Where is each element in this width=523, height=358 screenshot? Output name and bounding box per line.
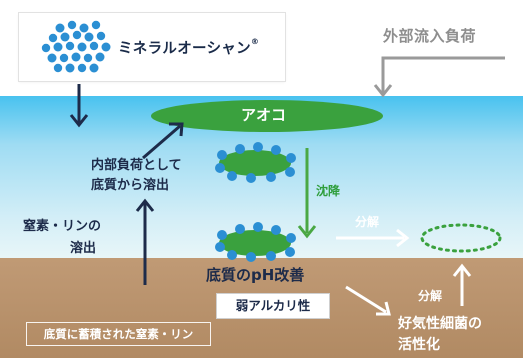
internal-load-arrow xyxy=(142,124,181,160)
brand-name: ミネラルオーシャン® xyxy=(118,37,259,58)
aoko-label: アオコ xyxy=(241,106,287,124)
mineral-down-arrowhead xyxy=(69,114,89,128)
registered-mark: ® xyxy=(250,37,260,46)
sedimentation-label: 沈降 xyxy=(316,184,341,198)
internal-release-label-line1: 内部負荷として xyxy=(91,158,182,173)
aoko-bloom xyxy=(151,100,383,132)
decomposition-label-upper: 分解 xyxy=(355,215,380,229)
weak-alkaline-badge: 弱アルカリ性 xyxy=(216,293,330,319)
mineral-dots-icon xyxy=(41,20,111,73)
brand-name-text: ミネラルオーシャン xyxy=(118,41,251,57)
external-inflow-arrow xyxy=(381,56,505,93)
activation-arrow xyxy=(345,285,387,314)
activation-arrowhead xyxy=(376,301,391,316)
accumulated-np-label: 底質に蓄積された窒素・リン xyxy=(26,322,211,346)
decomposition-arrowhead-upper xyxy=(396,228,410,248)
algae-cluster-upper xyxy=(215,142,296,183)
np-release-label-line2: 溶出 xyxy=(70,241,97,256)
aerobic-bacteria-label-line2: 活性化 xyxy=(398,337,440,353)
decomposition-arrowhead-lower xyxy=(452,263,472,277)
sedimentation-arrowhead xyxy=(297,225,317,239)
external-inflow-arrowhead xyxy=(373,84,393,98)
decomposition-label-lower: 分解 xyxy=(418,289,443,303)
brand-logo-box: ミネラルオーシャン® xyxy=(19,13,285,81)
decomposed-residue xyxy=(420,223,502,253)
internal-load-arrowhead xyxy=(169,122,184,137)
algae-cluster-lower xyxy=(215,222,296,262)
np-release-label-line1: 窒素・リンの xyxy=(23,219,102,234)
aerobic-bacteria-label-line1: 好気性細菌の xyxy=(398,316,482,332)
ph-improvement-label: 底質のpH改善 xyxy=(206,266,305,284)
release-up-arrowhead xyxy=(135,198,155,212)
internal-release-label-line2: 底質から溶出 xyxy=(91,178,170,193)
external-inflow-label: 外部流入負荷 xyxy=(383,27,477,45)
